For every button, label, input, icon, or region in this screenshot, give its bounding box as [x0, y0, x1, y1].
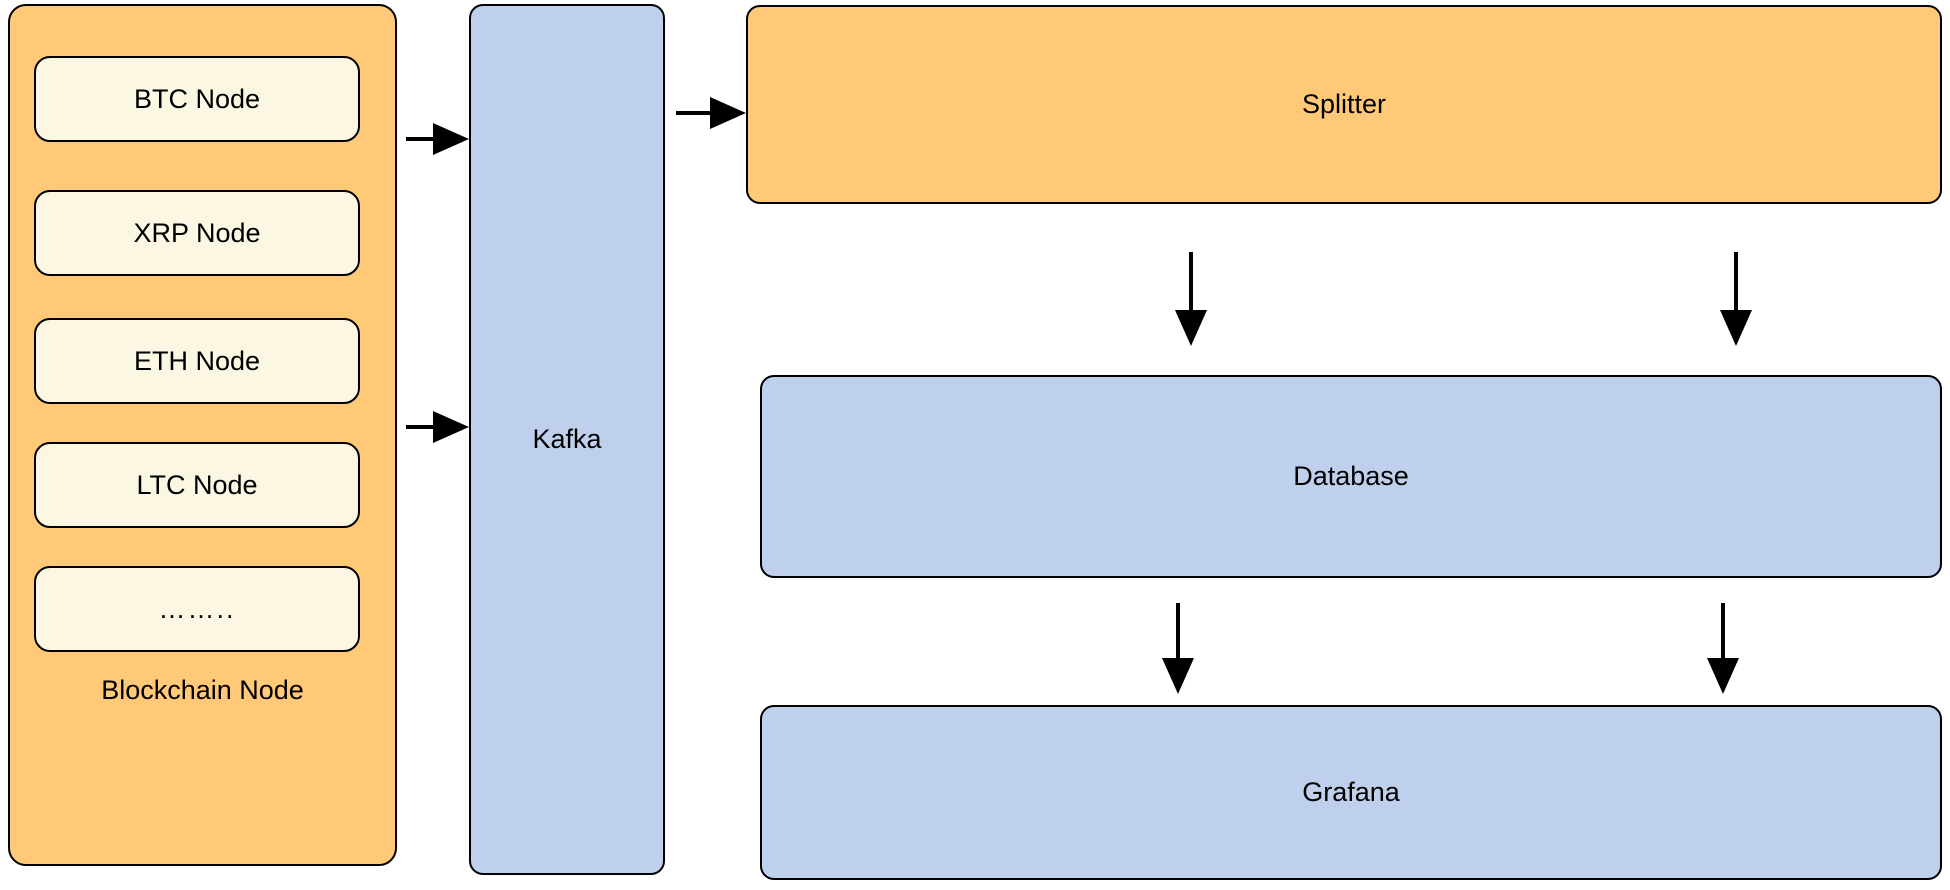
node-label-xrp: XRP Node [133, 217, 261, 248]
node-box-btc[interactable]: BTC Node [34, 56, 360, 142]
node-box-ltc[interactable]: LTC Node [34, 442, 360, 528]
node-label-btc: BTC Node [133, 83, 261, 114]
node-label-ellipsis: …….. [158, 593, 236, 624]
grafana-box[interactable]: Grafana [760, 705, 1942, 880]
kafka-box[interactable]: Kafka [469, 4, 665, 875]
splitter-box[interactable]: Splitter [746, 5, 1942, 204]
kafka-label: Kafka [532, 424, 602, 455]
grafana-label: Grafana [1302, 777, 1400, 808]
database-label: Database [1293, 461, 1409, 492]
database-box[interactable]: Database [760, 375, 1942, 578]
blockchain-node-group[interactable]: BTC Node XRP Node ETH Node LTC Node ……..… [8, 4, 397, 866]
blockchain-node-group-label: Blockchain Node [101, 675, 304, 705]
node-label-ltc: LTC Node [136, 469, 258, 500]
node-box-ellipsis[interactable]: …….. [34, 566, 360, 652]
splitter-label: Splitter [1301, 89, 1387, 120]
node-box-xrp[interactable]: XRP Node [34, 190, 360, 276]
node-label-eth: ETH Node [133, 345, 261, 376]
node-box-eth[interactable]: ETH Node [34, 318, 360, 404]
